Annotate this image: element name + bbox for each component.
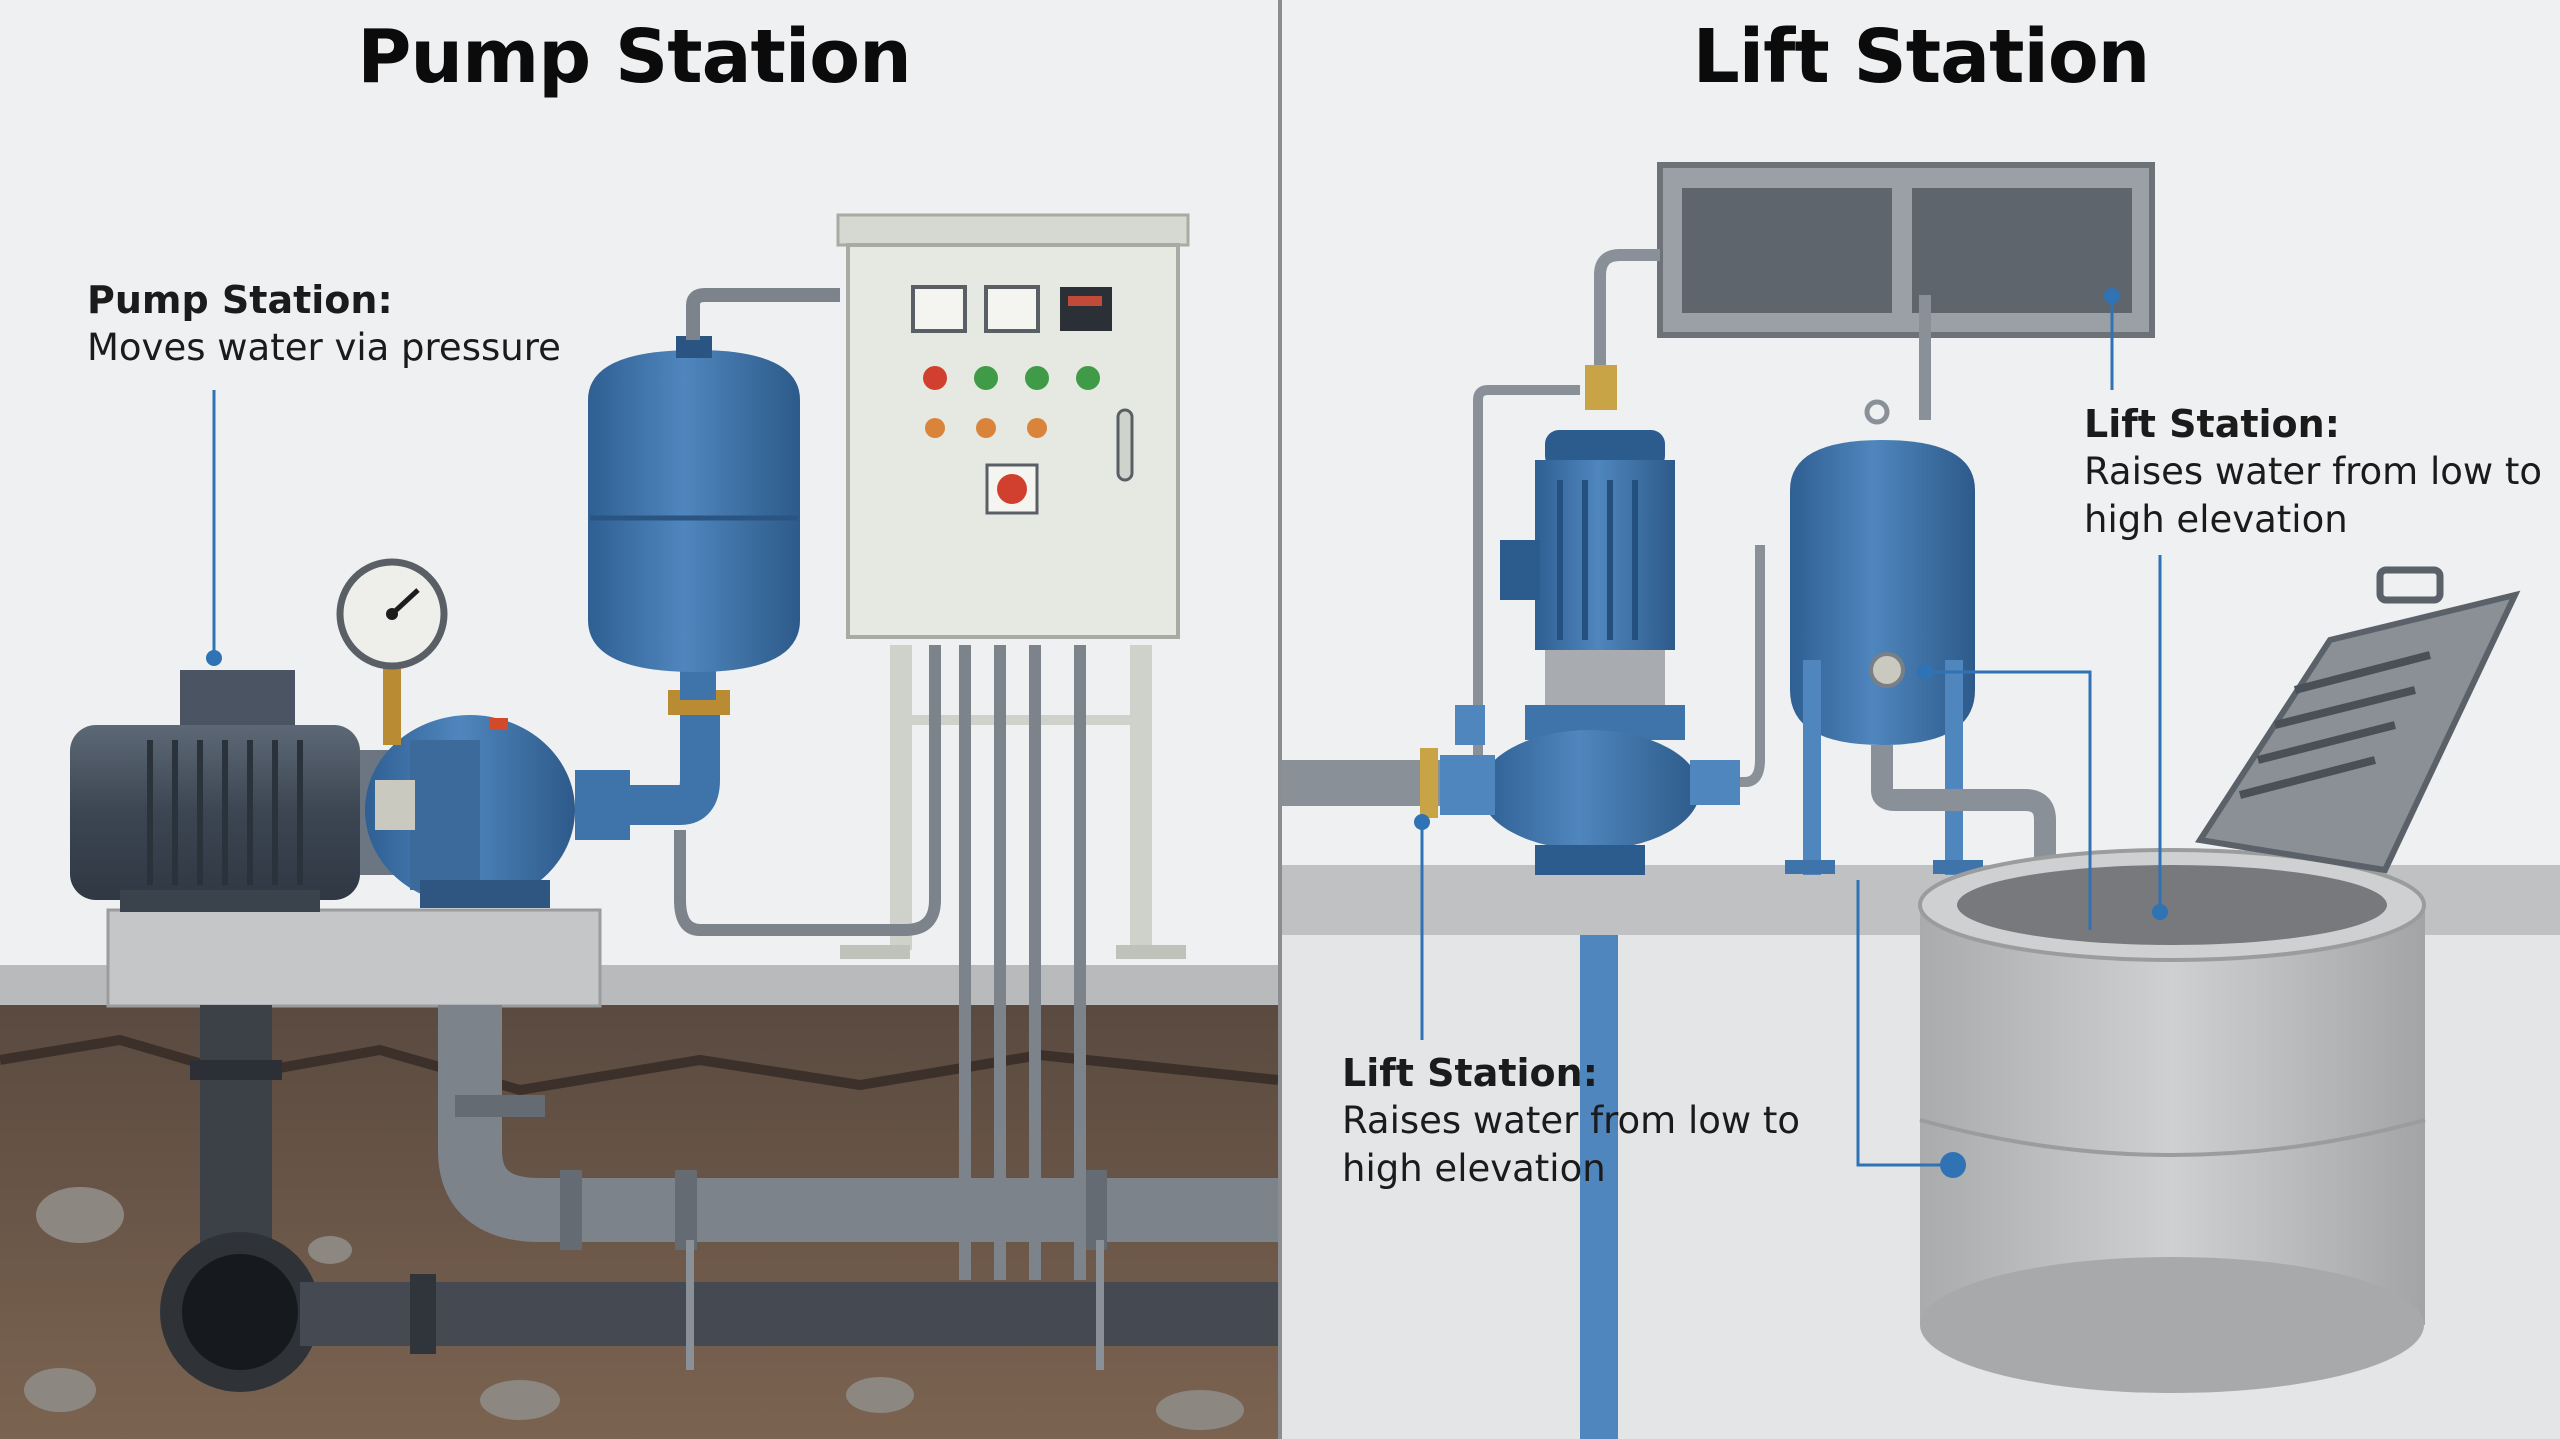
wet-well bbox=[1918, 848, 2426, 1393]
lift-callout-dots bbox=[1414, 288, 2168, 1178]
callout-text: Raises water from low to high elevation bbox=[1342, 1099, 1801, 1190]
callout-heading: Lift Station: bbox=[2084, 402, 2340, 446]
underground-pipes bbox=[160, 1005, 1278, 1392]
control-panel-icon bbox=[836, 213, 1190, 959]
lift-station-title: Lift Station bbox=[1692, 14, 2151, 100]
callout-text: Raises water from low to high elevation bbox=[2084, 450, 2543, 541]
discharge-pipe bbox=[625, 700, 720, 825]
soil-cracks bbox=[0, 1034, 1279, 1096]
manhole-hatch-icon bbox=[2194, 566, 2521, 874]
lift-callout-leaders bbox=[1420, 298, 2162, 1167]
conduits bbox=[674, 645, 1086, 1280]
centrifugal-pump bbox=[365, 715, 630, 908]
vertical-pump bbox=[1440, 385, 1740, 875]
elevated-channel bbox=[1657, 162, 2155, 338]
drop-pipe bbox=[1580, 935, 1618, 1439]
pump-station-callout: Pump Station: Moves water via pressure bbox=[87, 276, 607, 372]
pump-plinth bbox=[106, 908, 602, 1008]
callout-heading: Pump Station: bbox=[87, 278, 393, 322]
lift-station-callout-bottom: Lift Station: Raises water from low to h… bbox=[1342, 1049, 1802, 1193]
inlet-pipe bbox=[1282, 760, 1442, 806]
lift-station-callout-top: Lift Station: Raises water from low to h… bbox=[2084, 400, 2544, 544]
vessel-feed-pipe bbox=[1740, 545, 1765, 787]
pump-station-title: Pump Station bbox=[357, 14, 912, 100]
rocks bbox=[24, 1187, 1244, 1430]
panel-conduit bbox=[686, 288, 840, 340]
channel-pipe-left bbox=[1594, 249, 1660, 370]
pump-callout-dot bbox=[206, 650, 222, 666]
callout-heading: Lift Station: bbox=[1342, 1051, 1598, 1095]
panel-divider bbox=[1278, 0, 1282, 1439]
callout-text: Moves water via pressure bbox=[87, 326, 561, 369]
pressure-tank bbox=[588, 336, 800, 700]
lift-station-scene bbox=[1282, 0, 2560, 1439]
pump-station-scene bbox=[0, 0, 1279, 1439]
pressure-gauge-icon bbox=[336, 558, 448, 745]
